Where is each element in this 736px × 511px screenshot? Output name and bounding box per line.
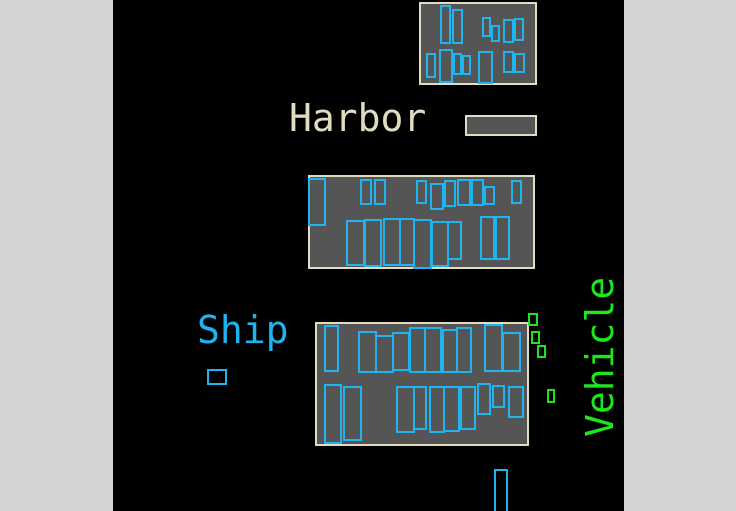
ship-box: [478, 51, 493, 84]
ship-box: [447, 221, 462, 260]
ship-label: Ship: [197, 308, 289, 352]
ship-box: [452, 9, 463, 44]
ship-box: [503, 19, 514, 43]
ship-box: [416, 180, 427, 204]
vehicle-box: [547, 389, 555, 403]
ship-box: [308, 178, 326, 226]
ship-annotations: [207, 5, 525, 511]
ship-box: [444, 180, 456, 207]
ship-box: [426, 53, 436, 78]
ship-box: [360, 179, 372, 205]
ship-box: [503, 51, 514, 73]
ship-box: [413, 386, 427, 430]
ship-box: [484, 186, 495, 205]
ship-box: [453, 53, 462, 75]
ship-box: [443, 386, 460, 432]
vehicle-box: [537, 345, 546, 358]
vehicle-annotations: [528, 313, 555, 403]
ship-box: [364, 219, 382, 267]
harbor-box: [315, 322, 529, 446]
ship-box: [514, 53, 525, 73]
vehicle-box: [531, 331, 540, 344]
ship-box: [440, 5, 451, 44]
ship-box: [439, 49, 453, 83]
vehicle-box: [528, 313, 538, 326]
ship-box: [207, 369, 227, 385]
ship-box: [324, 325, 339, 372]
ship-box: [511, 180, 522, 204]
ship-box: [457, 179, 471, 206]
ship-box: [482, 17, 491, 37]
ship-box: [430, 183, 444, 210]
ship-box: [480, 216, 495, 260]
ship-box: [514, 18, 524, 41]
ship-box: [462, 55, 471, 75]
harbor-box: [308, 175, 535, 269]
ship-box: [374, 179, 386, 205]
ship-box: [491, 25, 500, 42]
ship-box: [494, 469, 508, 511]
ship-box: [477, 383, 491, 415]
ship-box: [471, 179, 484, 206]
ship-box: [492, 385, 505, 408]
ship-box: [502, 332, 521, 372]
ship-box: [460, 386, 476, 430]
ship-box: [456, 327, 472, 373]
ship-box: [508, 386, 524, 418]
ship-box: [495, 216, 510, 260]
ship-box: [343, 386, 362, 441]
ship-box: [424, 327, 442, 373]
ship-box: [324, 384, 342, 444]
vehicle-label: Vehicle: [578, 277, 622, 437]
harbor-label: Harbor: [289, 96, 426, 140]
harbor-box: [465, 115, 537, 136]
